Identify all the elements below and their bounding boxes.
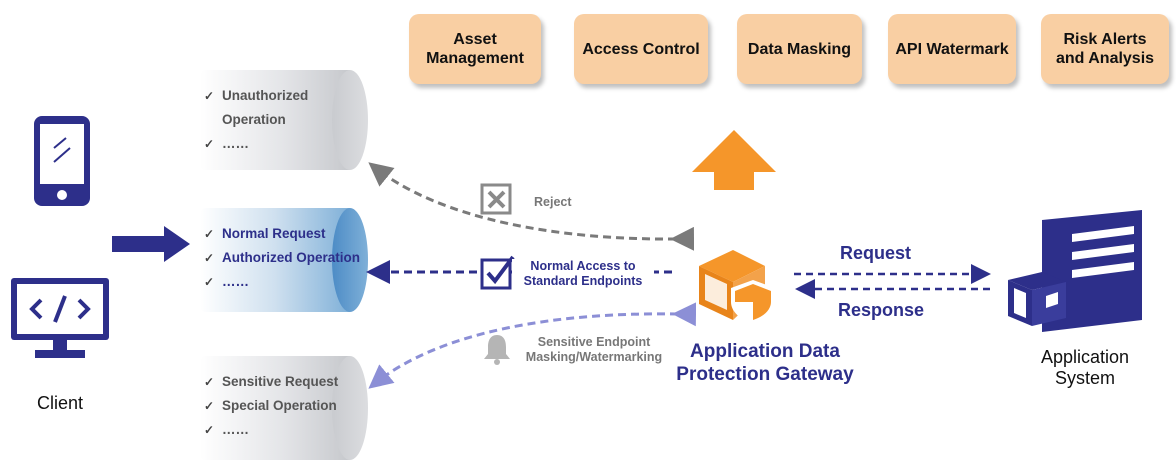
sensitive-arrow bbox=[368, 302, 697, 389]
gateway-icon bbox=[699, 250, 775, 324]
bell-icon bbox=[484, 335, 510, 365]
cylinder-sensitive: Sensitive Request Special Operation …… bbox=[200, 356, 368, 460]
feature-label: Data Masking bbox=[747, 40, 852, 58]
reject-label: Reject bbox=[534, 195, 572, 209]
gateway-label: Application Data Protection Gateway bbox=[676, 341, 854, 385]
cylinder-normal: Normal Request Authorized Operation …… bbox=[200, 208, 368, 312]
list-item: Authorized Operation bbox=[200, 246, 360, 270]
response-label: Response bbox=[838, 300, 925, 320]
server-icon bbox=[1008, 210, 1142, 332]
list-item: Special Operation bbox=[200, 394, 338, 418]
code-monitor-icon bbox=[11, 278, 109, 358]
list-item: …… bbox=[200, 270, 360, 294]
feature-label: Access Control bbox=[582, 40, 700, 58]
feature-asset-management: Asset Management bbox=[409, 14, 541, 84]
feature-access-control: Access Control bbox=[574, 14, 708, 84]
cylinder-unauthorized: Unauthorized Operation …… bbox=[200, 70, 368, 170]
feature-label: API Watermark bbox=[895, 40, 1009, 58]
list-item: …… bbox=[200, 132, 308, 156]
normal-access-label: Normal Access to Standard Endpoints bbox=[512, 259, 654, 289]
sensitive-label: Sensitive Endpoint Masking/Watermarking bbox=[525, 335, 663, 364]
right-arrow-icon bbox=[112, 226, 190, 262]
reject-arrow bbox=[368, 162, 695, 251]
list-item: Normal Request bbox=[200, 222, 360, 246]
list-item: Sensitive Request bbox=[200, 370, 338, 394]
app-system-label: Application System bbox=[1040, 347, 1130, 388]
request-label: Request bbox=[840, 243, 912, 263]
feature-data-masking: Data Masking bbox=[737, 14, 862, 84]
list-item: Unauthorized bbox=[200, 84, 308, 108]
list-item-cont: Operation bbox=[222, 112, 286, 127]
feature-label: Risk Alerts and Analysis bbox=[1055, 31, 1155, 67]
feature-label: Asset Management bbox=[426, 31, 524, 67]
client-label: Client bbox=[36, 393, 84, 413]
reject-box-icon bbox=[480, 183, 512, 215]
list-item: …… bbox=[200, 418, 338, 442]
up-arrow-icon bbox=[692, 130, 776, 190]
list-item: Operation bbox=[200, 108, 308, 132]
check-box-icon bbox=[480, 255, 515, 290]
feature-risk-alerts: Risk Alerts and Analysis bbox=[1041, 14, 1169, 84]
feature-api-watermark: API Watermark bbox=[888, 14, 1016, 84]
phone-icon bbox=[34, 116, 90, 206]
